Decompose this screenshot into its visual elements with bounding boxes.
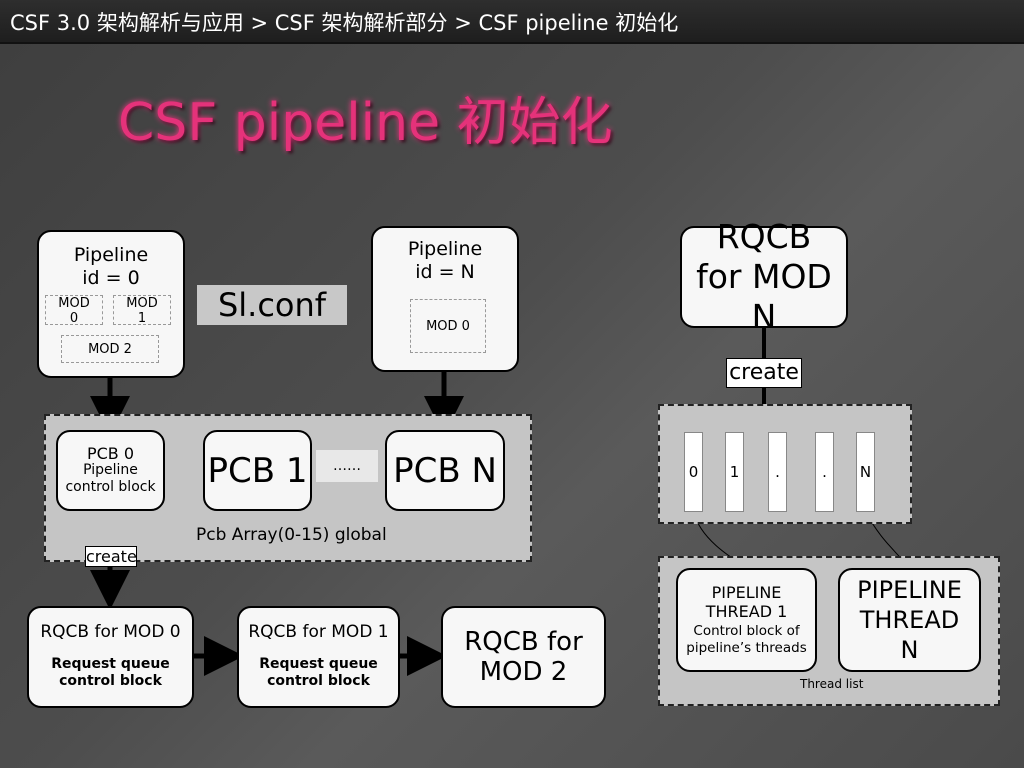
rqcb-mod1-title: RQCB for MOD 1 [248,622,389,642]
header-bar [0,0,1024,44]
pcb-0-box: PCB 0 Pipeline control block [56,430,165,511]
pcb-array-label: Pcb Array(0-15) global [196,525,387,545]
pipeline-thread-1-box: PIPELINE THREAD 1 Control block of pipel… [676,568,817,672]
rqcb-mod0-title: RQCB for MOD 0 [40,622,181,642]
pipeline-n-id: id = N [415,261,475,283]
pipeline-0-title: Pipeline [73,244,149,266]
pipeline-n-title: Pipeline [407,238,483,260]
slide-title: CSF pipeline 初始化 [118,93,613,153]
pipeline-thread-1-desc: Control block of pipeline’s threads [686,623,807,656]
create-label-left: create [85,546,137,567]
pcb-0-desc-line2: control block [65,479,156,495]
rqcb-mod0-box: RQCB for MOD 0 Request queue control blo… [27,606,194,708]
pipeline-thread-n-box: PIPELINE THREAD N [838,568,981,672]
pcb-1-box: PCB 1 [203,430,312,511]
create-label-right: create [726,358,802,388]
breadcrumb: CSF 3.0 架构解析与应用 > CSF 架构解析部分 > CSF pipel… [10,11,679,35]
config-file-label: Sl.conf [197,285,347,325]
pipeline-0-mod0: MOD 0 [45,295,103,326]
thread-slot-3: . [815,432,834,512]
rqcb-mod2-box: RQCB for MOD 2 [441,606,606,708]
rqcb-modn-box: RQCB for MOD N [680,217,848,336]
pipeline-0-id: id = 0 [82,267,140,289]
pcb-0-title: PCB 0 [86,444,135,463]
thread-slot-1: 1 [725,432,744,512]
pipeline-0-mod1: MOD 1 [113,295,171,326]
rqcb-mod0-desc: Request queue control block [51,656,170,689]
rqcb-mod1-box: RQCB for MOD 1 Request queue control blo… [237,606,400,708]
pipeline-n-box: Pipeline id = N MOD 0 [371,226,519,372]
pipeline-thread-1-title: PIPELINE THREAD 1 [705,583,788,621]
pcb-0-desc-line1: Pipeline [83,462,138,478]
thread-slot-2: . [768,432,787,512]
thread-slot-n: N [856,432,875,512]
pipeline-0-box: Pipeline id = 0 MOD 0 MOD 1 MOD 2 [37,230,185,378]
pcb-ellipsis: …… [316,450,378,482]
thread-list-label: Thread list [800,677,864,691]
pipeline-n-mod0: MOD 0 [410,299,486,353]
thread-slot-0: 0 [684,432,703,512]
rqcb-mod1-desc: Request queue control block [259,656,378,689]
pcb-n-box: PCB N [385,430,505,511]
pipeline-0-mod2: MOD 2 [61,335,159,363]
